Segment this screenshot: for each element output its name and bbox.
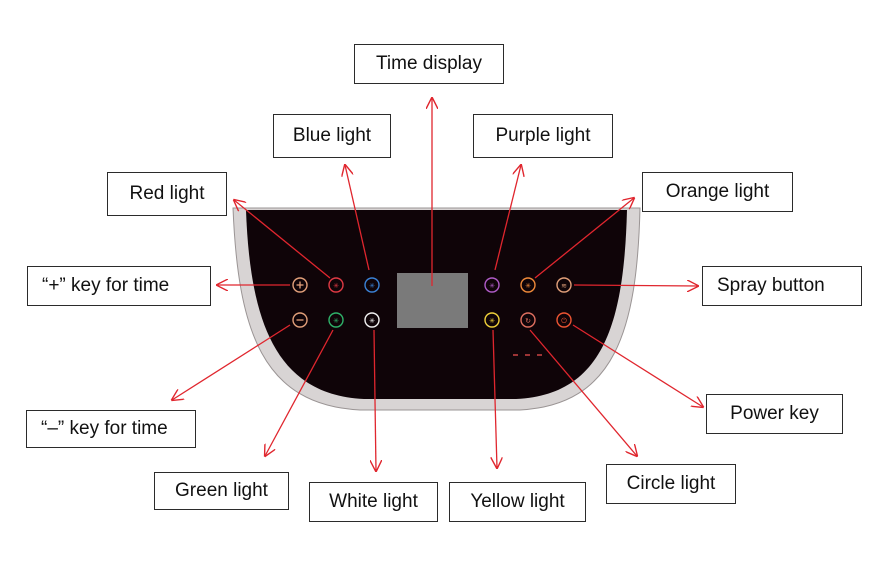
red-light-key[interactable]: ✳ (328, 277, 344, 293)
arrow-red-light (234, 200, 331, 279)
orange-light-key[interactable]: ✳ (520, 277, 536, 293)
arrow-orange-light (534, 198, 634, 279)
arrow-minus-key (172, 324, 291, 400)
blue-light-icon: ✳ (369, 282, 375, 290)
power-key[interactable]: ⏻ (556, 312, 572, 328)
arrow-white-light (374, 329, 376, 471)
green-light-key[interactable]: ✳ (328, 312, 344, 328)
plus-key[interactable] (292, 277, 308, 293)
arrow-purple-light (494, 165, 521, 271)
label-minus-key: “–” key for time (26, 410, 196, 448)
label-power-key: Power key (706, 394, 843, 434)
red-light-icon: ✳ (333, 282, 339, 290)
label-red-light: Red light (107, 172, 227, 216)
yellow-light-icon: ✳ (489, 317, 495, 325)
spray-icon: ≋ (561, 282, 567, 290)
label-spray-button: Spray button (702, 266, 862, 306)
blue-light-key[interactable]: ✳ (364, 277, 380, 293)
label-white-light: White light (309, 482, 438, 522)
arrow-yellow-light (493, 329, 497, 468)
purple-light-icon: ✳ (489, 282, 495, 290)
white-light-icon: ✳ (369, 317, 375, 325)
spray-key[interactable]: ≋ (556, 277, 572, 293)
white-light-key[interactable]: ✳ (364, 312, 380, 328)
arrow-circle-light (529, 329, 637, 456)
orange-light-icon: ✳ (525, 282, 531, 290)
callout-arrows (172, 98, 703, 471)
plus-icon (296, 281, 304, 289)
label-purple-light: Purple light (473, 114, 613, 158)
purple-light-key[interactable]: ✳ (484, 277, 500, 293)
label-plus-key: “+” key for time (27, 266, 211, 306)
green-light-icon: ✳ (333, 317, 339, 325)
circle-light-key[interactable]: ↻ (520, 312, 536, 328)
circle-light-icon: ↻ (525, 317, 531, 325)
power-icon: ⏻ (561, 317, 567, 325)
label-green-light: Green light (154, 472, 289, 510)
label-yellow-light: Yellow light (449, 482, 586, 522)
arrow-spray-button (573, 285, 698, 286)
label-circle-light: Circle light (606, 464, 736, 504)
label-blue-light: Blue light (273, 114, 391, 158)
label-time-display: Time display (354, 44, 504, 84)
arrow-blue-light (345, 165, 370, 271)
label-orange-light: Orange light (642, 172, 793, 212)
arrow-green-light (265, 329, 334, 456)
arrow-power-key (572, 324, 703, 407)
yellow-light-key[interactable]: ✳ (484, 312, 500, 328)
minus-key[interactable] (292, 312, 308, 328)
